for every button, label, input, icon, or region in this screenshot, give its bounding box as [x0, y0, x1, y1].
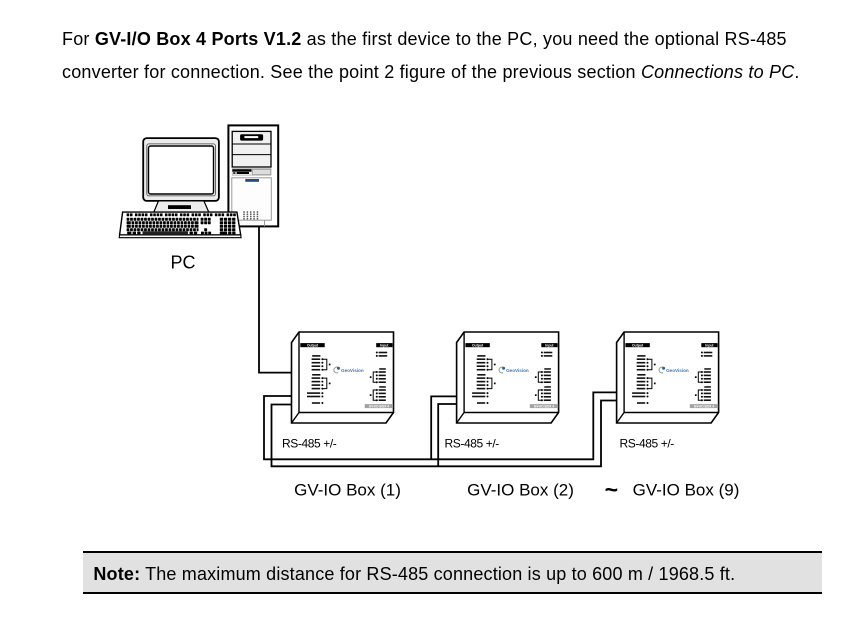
- svg-text:PC: PC: [170, 253, 195, 273]
- svg-text:GV-IO Box (9): GV-IO Box (9): [633, 480, 740, 499]
- svg-text:GV-IO Box (2): GV-IO Box (2): [467, 480, 574, 499]
- svg-text:GV-IO Box (1): GV-IO Box (1): [294, 480, 401, 499]
- svg-text:RS-485 +/-: RS-485 +/-: [282, 436, 337, 450]
- svg-text:~: ~: [605, 477, 618, 503]
- svg-text:RS-485 +/-: RS-485 +/-: [620, 436, 675, 450]
- svg-text:RS-485 +/-: RS-485 +/-: [445, 436, 500, 450]
